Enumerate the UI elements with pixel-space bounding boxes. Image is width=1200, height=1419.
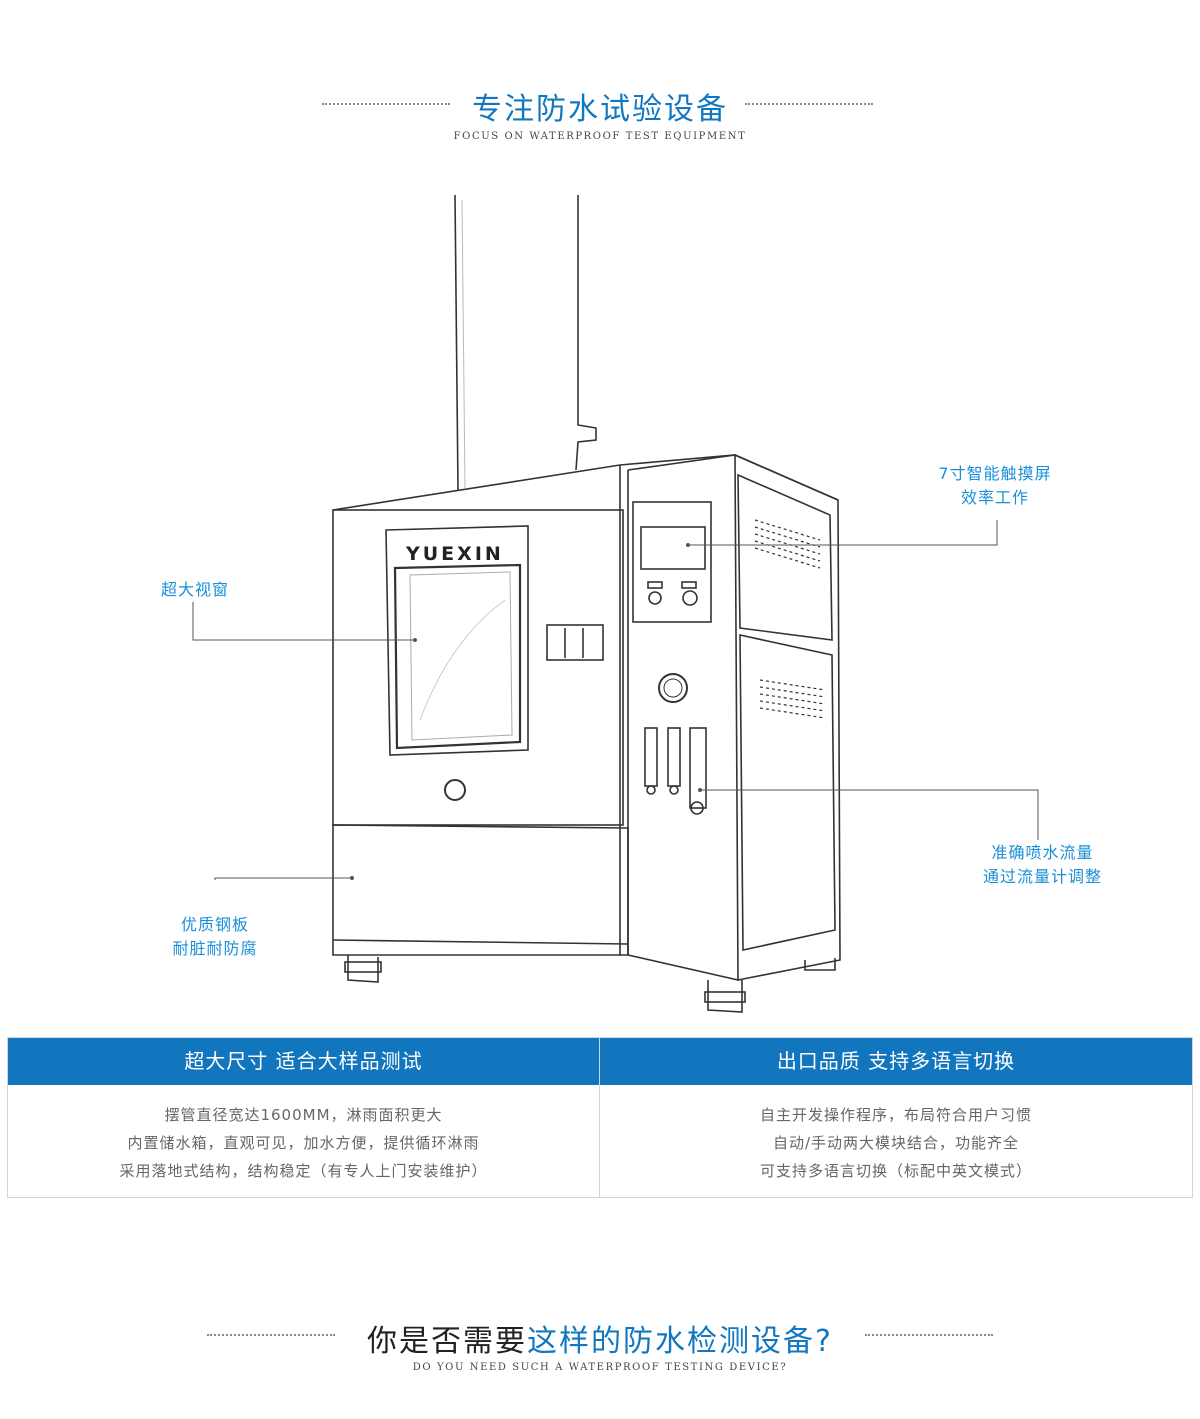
page-subtitle: FOCUS ON WATERPROOF TEST EQUIPMENT <box>453 131 747 142</box>
callout-steel: 优质钢板 耐脏耐防腐 <box>150 913 280 961</box>
footer-title: 你是否需要这样的防水检测设备? <box>0 1316 1200 1360</box>
machine-illustration <box>192 194 1039 1013</box>
feature-line: 采用落地式结构，结构稳定（有专人上门安装维护） <box>119 1162 488 1180</box>
feature-line: 可支持多语言切换（标配中英文模式） <box>759 1162 1032 1180</box>
feature-line: 摆管直径宽达1600MM，淋雨面积更大 <box>164 1106 443 1124</box>
callout-steel-line2: 耐脏耐防腐 <box>172 939 258 958</box>
footer-dots-left <box>207 1334 335 1336</box>
callout-touchscreen-line2: 效率工作 <box>960 488 1029 507</box>
feature-line: 自主开发操作程序，布局符合用户习惯 <box>759 1106 1032 1124</box>
machine-brand: YUEXIN <box>406 543 504 565</box>
footer-subtitle: DO YOU NEED SUCH A WATERPROOF TESTING DE… <box>412 1362 788 1373</box>
footer-dots-right <box>865 1334 993 1336</box>
callout-flow-line1: 准确喷水流量 <box>991 843 1094 862</box>
feature-heading: 超大尺寸 适合大样品测试 <box>8 1038 599 1085</box>
feature-line: 内置储水箱，直观可见，加水方便，提供循环淋雨 <box>127 1134 480 1152</box>
callout-steel-line1: 优质钢板 <box>180 915 249 934</box>
callout-flow: 准确喷水流量 通过流量计调整 <box>960 841 1125 889</box>
callout-flow-line2: 通过流量计调整 <box>982 867 1102 886</box>
callout-window-text: 超大视窗 <box>160 580 229 599</box>
feature-line: 自动/手动两大模块结合，功能齐全 <box>772 1134 1020 1152</box>
callout-touchscreen-line1: 7寸智能触摸屏 <box>938 464 1052 483</box>
callout-touchscreen: 7寸智能触摸屏 效率工作 <box>915 462 1075 510</box>
feature-heading: 出口品质 支持多语言切换 <box>600 1038 1192 1085</box>
header-dots-left <box>322 103 450 105</box>
feature-column-size: 超大尺寸 适合大样品测试 摆管直径宽达1600MM，淋雨面积更大 内置储水箱，直… <box>8 1038 600 1197</box>
header-dots-right <box>745 103 873 105</box>
footer-title-part1: 你是否需要 <box>367 1324 528 1359</box>
feature-column-quality: 出口品质 支持多语言切换 自主开发操作程序，布局符合用户习惯 自动/手动两大模块… <box>600 1038 1192 1197</box>
feature-table: 超大尺寸 适合大样品测试 摆管直径宽达1600MM，淋雨面积更大 内置储水箱，直… <box>7 1037 1193 1198</box>
footer-title-part2: 这样的防水检测设备? <box>527 1324 833 1359</box>
callout-window: 超大视窗 <box>150 578 240 602</box>
page-title: 专注防水试验设备 <box>472 92 728 127</box>
